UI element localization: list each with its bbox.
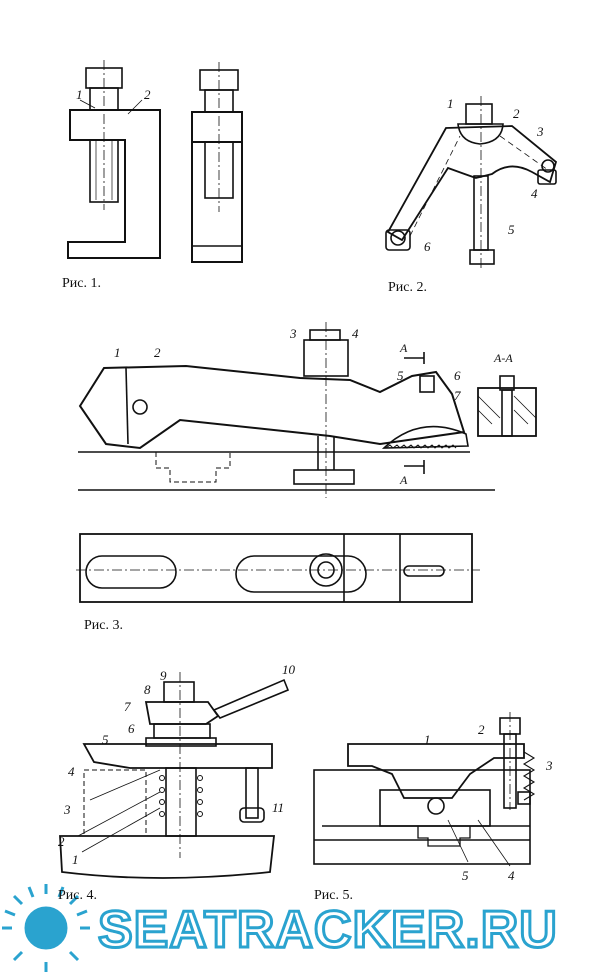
fig2-label-4: 4 (531, 186, 538, 201)
fig4-label-1: 1 (72, 852, 79, 867)
fig5-label-4: 4 (508, 868, 515, 883)
fig1-caption: Рис. 1. (62, 276, 101, 291)
fig4-label-4: 4 (68, 764, 75, 779)
fig3-label-1: 1 (114, 345, 121, 360)
fig2-drawing (385, 96, 558, 268)
fig1-label-1: 1 (76, 87, 83, 102)
fig3-cut-label-bottom: A (399, 473, 408, 487)
fig4-label-10: 10 (282, 662, 296, 677)
fig3-label-6: 6 (454, 368, 461, 383)
watermark-text: SEATRACKER.RU (97, 900, 559, 961)
fig3-label-2: 2 (154, 345, 161, 360)
fig4-label-7: 7 (124, 699, 131, 714)
fig4-label-3: 3 (63, 802, 71, 817)
fig2-label-1: 1 (447, 96, 454, 111)
fig3-caption: Рис. 3. (84, 618, 123, 633)
fig5-drawing (313, 712, 536, 867)
fig4-caption: Рис. 4. (58, 888, 97, 903)
fig3-label-3: 3 (289, 326, 297, 341)
fig1-label-2: 2 (144, 87, 151, 102)
fig2-label-2: 2 (513, 106, 520, 121)
fig5-label-5: 5 (462, 868, 469, 883)
fig2-caption: Рис. 2. (388, 280, 427, 295)
fig3-label-7: 7 (454, 388, 461, 403)
fig1-drawing (67, 60, 243, 263)
fig3-section-title: A-A (493, 351, 513, 365)
fig5-label-2: 2 (478, 722, 485, 737)
fig5-label-3: 3 (545, 758, 553, 773)
fig3-drawing (76, 322, 537, 603)
fig4-label-5: 5 (102, 732, 109, 747)
fig4-label-2: 2 (58, 834, 65, 849)
fig3-cut-label-top: A (399, 341, 408, 355)
fig5-caption: Рис. 5. (314, 888, 353, 903)
sun-logo-icon (2, 884, 90, 972)
fig4-label-8: 8 (144, 682, 151, 697)
fig3-label-4: 4 (352, 326, 359, 341)
fig4-label-11: 11 (272, 800, 284, 815)
fig3-label-5: 5 (397, 368, 404, 383)
fig4-drawing (59, 672, 290, 879)
fig4-label-9: 9 (160, 668, 167, 683)
fig2-label-3: 3 (536, 124, 544, 139)
fig4-label-6: 6 (128, 721, 135, 736)
fig5-label-1: 1 (424, 732, 431, 747)
fig2-label-6: 6 (424, 239, 431, 254)
fig2-label-5: 5 (508, 222, 515, 237)
